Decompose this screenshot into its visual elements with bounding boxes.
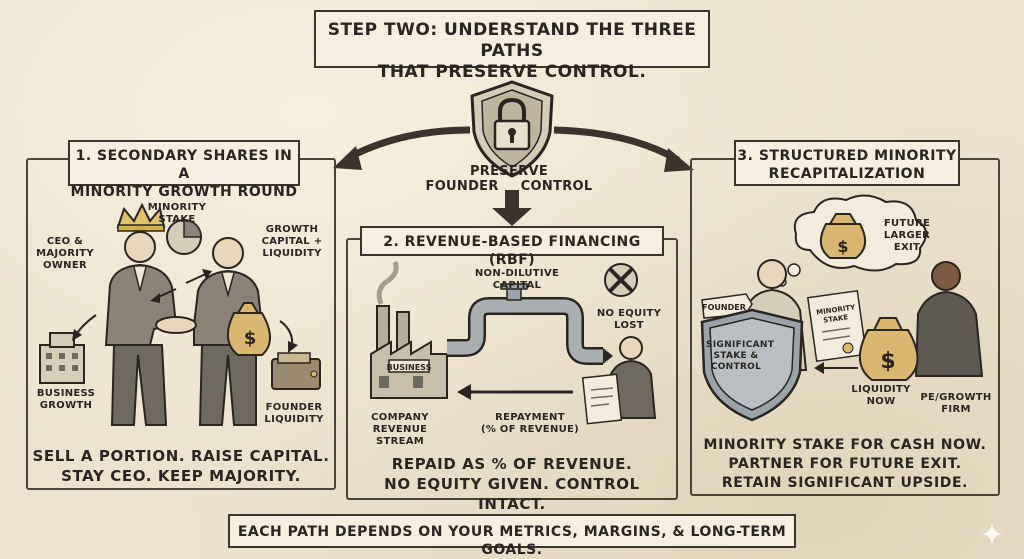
header-line1: STEP TWO: UNDERSTAND THE THREE PATHS (327, 20, 697, 61)
path1-stake-label-1: MINORITY (147, 202, 207, 213)
document-icon: MINORITY STAKE (806, 289, 868, 363)
path1-growth-label-3: LIQUIDITY (262, 248, 322, 259)
path1-growth-label-2: CAPITAL + (261, 236, 323, 247)
path1-business-label-2: GROWTH (39, 400, 93, 411)
path2-caption-line2: NO EQUITY GIVEN. CONTROL INTACT. (384, 475, 640, 513)
path1-title-box: 1. SECONDARY SHARES IN A MINORITY GROWTH… (68, 140, 300, 200)
money-bag-icon: $ (227, 302, 271, 356)
path3-illustration: $ FOUNDER MINORITY STAKE $ (700, 194, 984, 422)
path1-ceo-label-2: MAJORITY (36, 248, 94, 259)
path1-ceo-label-3: OWNER (43, 260, 87, 271)
svg-text:$: $ (244, 328, 257, 349)
center-label: PRESERVE FOUNDER CONTROL (414, 164, 604, 194)
path1-business-label-1: BUSINESS (36, 388, 96, 399)
path3-title-line1: 3. STRUCTURED MINORITY (737, 148, 957, 164)
svg-text:$: $ (880, 349, 895, 374)
path2-caption: REPAID AS % OF REVENUE. NO EQUITY GIVEN.… (348, 454, 676, 514)
path3-firm-label: PE/GROWTH FIRM (916, 392, 996, 416)
factory-sign: BUSINESS (387, 363, 432, 372)
path1-business-label: BUSINESS GROWTH (28, 388, 104, 412)
path2-repayment-label: REPAYMENT (% OF REVENUE) (470, 412, 590, 436)
path3-shield-label-2: STAKE & (713, 351, 759, 361)
path3-caption-line3: RETAIN SIGNIFICANT UPSIDE. (721, 475, 969, 491)
path2-company-label: COMPANY REVENUE STREAM (360, 412, 440, 448)
path3-title-line2: RECAPITALIZATION (768, 166, 926, 182)
path2-title: 2. REVENUE-BASED FINANCING (RBF) (383, 234, 641, 268)
header-line2: THAT PRESERVE CONTROL. (377, 62, 647, 82)
doc-label-2: STAKE (823, 313, 849, 324)
pie-chart-icon (166, 219, 202, 255)
svg-text:$: $ (837, 237, 848, 256)
path1-liquidity-label-2: LIQUIDITY (264, 414, 324, 425)
path2-title-box: 2. REVENUE-BASED FINANCING (RBF) (360, 226, 664, 268)
path3-shield-label: SIGNIFICANT STAKE & CONTROL (706, 340, 775, 373)
path3-future-label-1: FUTURE (883, 218, 931, 229)
pipe-icon (447, 283, 603, 365)
path3-liquidity-label-2: NOW (866, 396, 896, 407)
path2-noequity-label-2: LOST (614, 320, 644, 331)
money-bag-icon: $ (859, 317, 919, 381)
investor-figure (193, 237, 266, 426)
padlock-shield-icon (470, 80, 554, 178)
path3-future-label-2: LARGER (883, 230, 931, 241)
path1-liquidity-label-1: FOUNDER (265, 402, 323, 413)
path3-caption: MINORITY STAKE FOR CASH NOW. PARTNER FOR… (692, 436, 998, 493)
path3-shield-label-1: SIGNIFICANT (706, 340, 775, 350)
path1-caption-line1: SELL A PORTION. RAISE CAPITAL. (32, 447, 330, 465)
path3-future-label: FUTURE LARGER EXIT (872, 218, 942, 254)
building-icon (39, 332, 85, 384)
wallet-icon (271, 352, 321, 390)
path3-title-box: 3. STRUCTURED MINORITY RECAPITALIZATION (734, 140, 960, 186)
path2-repayment-label-2: (% OF REVENUE) (480, 424, 580, 435)
path2-nondilutive-label: NON-DILUTIVE CAPITAL (472, 268, 562, 292)
crown-icon (116, 202, 166, 232)
path1-ceo-label: CEO & MAJORITY OWNER (35, 236, 95, 272)
money-bag-icon: $ (819, 213, 867, 259)
cross-icon (604, 263, 638, 297)
founder-tag-text: FOUNDER (702, 303, 746, 312)
path2-nondilutive-label-1: NON-DILUTIVE (474, 268, 560, 279)
center-line2-left: FOUNDER (425, 179, 499, 194)
path3-caption-line1: MINORITY STAKE FOR CASH NOW. (703, 437, 987, 453)
path2-nondilutive-label-2: CAPITAL (492, 280, 542, 291)
shield-icon (700, 308, 804, 422)
path1-liquidity-label: FOUNDER LIQUIDITY (256, 402, 332, 426)
path1-caption: SELL A PORTION. RAISE CAPITAL. STAY CEO.… (28, 446, 334, 486)
path3-shield-label-3: CONTROL (710, 362, 762, 372)
header-box: STEP TWO: UNDERSTAND THE THREE PATHS THA… (314, 10, 710, 82)
path1-ceo-label-1: CEO & (46, 236, 84, 247)
path2-caption-line1: REPAID AS % OF REVENUE. (391, 455, 633, 473)
lender-figure (581, 336, 657, 425)
path3-liquidity-label-1: LIQUIDITY (851, 384, 911, 395)
path2-company-label-1: COMPANY (371, 412, 429, 423)
path1-illustration: $ (39, 202, 321, 426)
path2-noequity-label-1: NO EQUITY (596, 308, 662, 319)
path2-company-label-3: STREAM (375, 436, 425, 447)
path1-stake-label: MINORITY STAKE (142, 202, 212, 226)
path2-noequity-label: NO EQUITY LOST (594, 308, 664, 332)
path1-growth-label-1: GROWTH (265, 224, 319, 235)
path2-illustration: BUSINESS (370, 261, 657, 425)
pe-firm-figure (914, 261, 984, 377)
path3-caption-line2: PARTNER FOR FUTURE EXIT. (728, 456, 962, 472)
path3-firm-label-2: FIRM (941, 404, 971, 415)
path3-future-label-3: EXIT (893, 242, 921, 253)
path2-company-label-2: REVENUE (372, 424, 428, 435)
path1-growth-label: GROWTH CAPITAL + LIQUIDITY (252, 224, 332, 260)
sparkle-icon (981, 523, 1003, 545)
center-line2-right: CONTROL (520, 179, 593, 194)
path1-title-line1: 1. SECONDARY SHARES IN A (75, 148, 293, 182)
path2-repayment-label-1: REPAYMENT (495, 412, 565, 423)
path3-firm-label-1: PE/GROWTH (920, 392, 992, 403)
path1-caption-line2: STAY CEO. KEEP MAJORITY. (61, 467, 301, 485)
path1-stake-label-2: STAKE (158, 214, 196, 225)
path1-title-line2: MINORITY GROWTH ROUND (70, 184, 298, 200)
center-line1: PRESERVE (469, 164, 548, 179)
factory-icon: BUSINESS (370, 261, 448, 399)
footer-box: EACH PATH DEPENDS ON YOUR METRICS, MARGI… (228, 514, 796, 558)
path3-liquidity-label: LIQUIDITY NOW (846, 384, 916, 408)
footer-text: EACH PATH DEPENDS ON YOUR METRICS, MARGI… (237, 524, 787, 558)
